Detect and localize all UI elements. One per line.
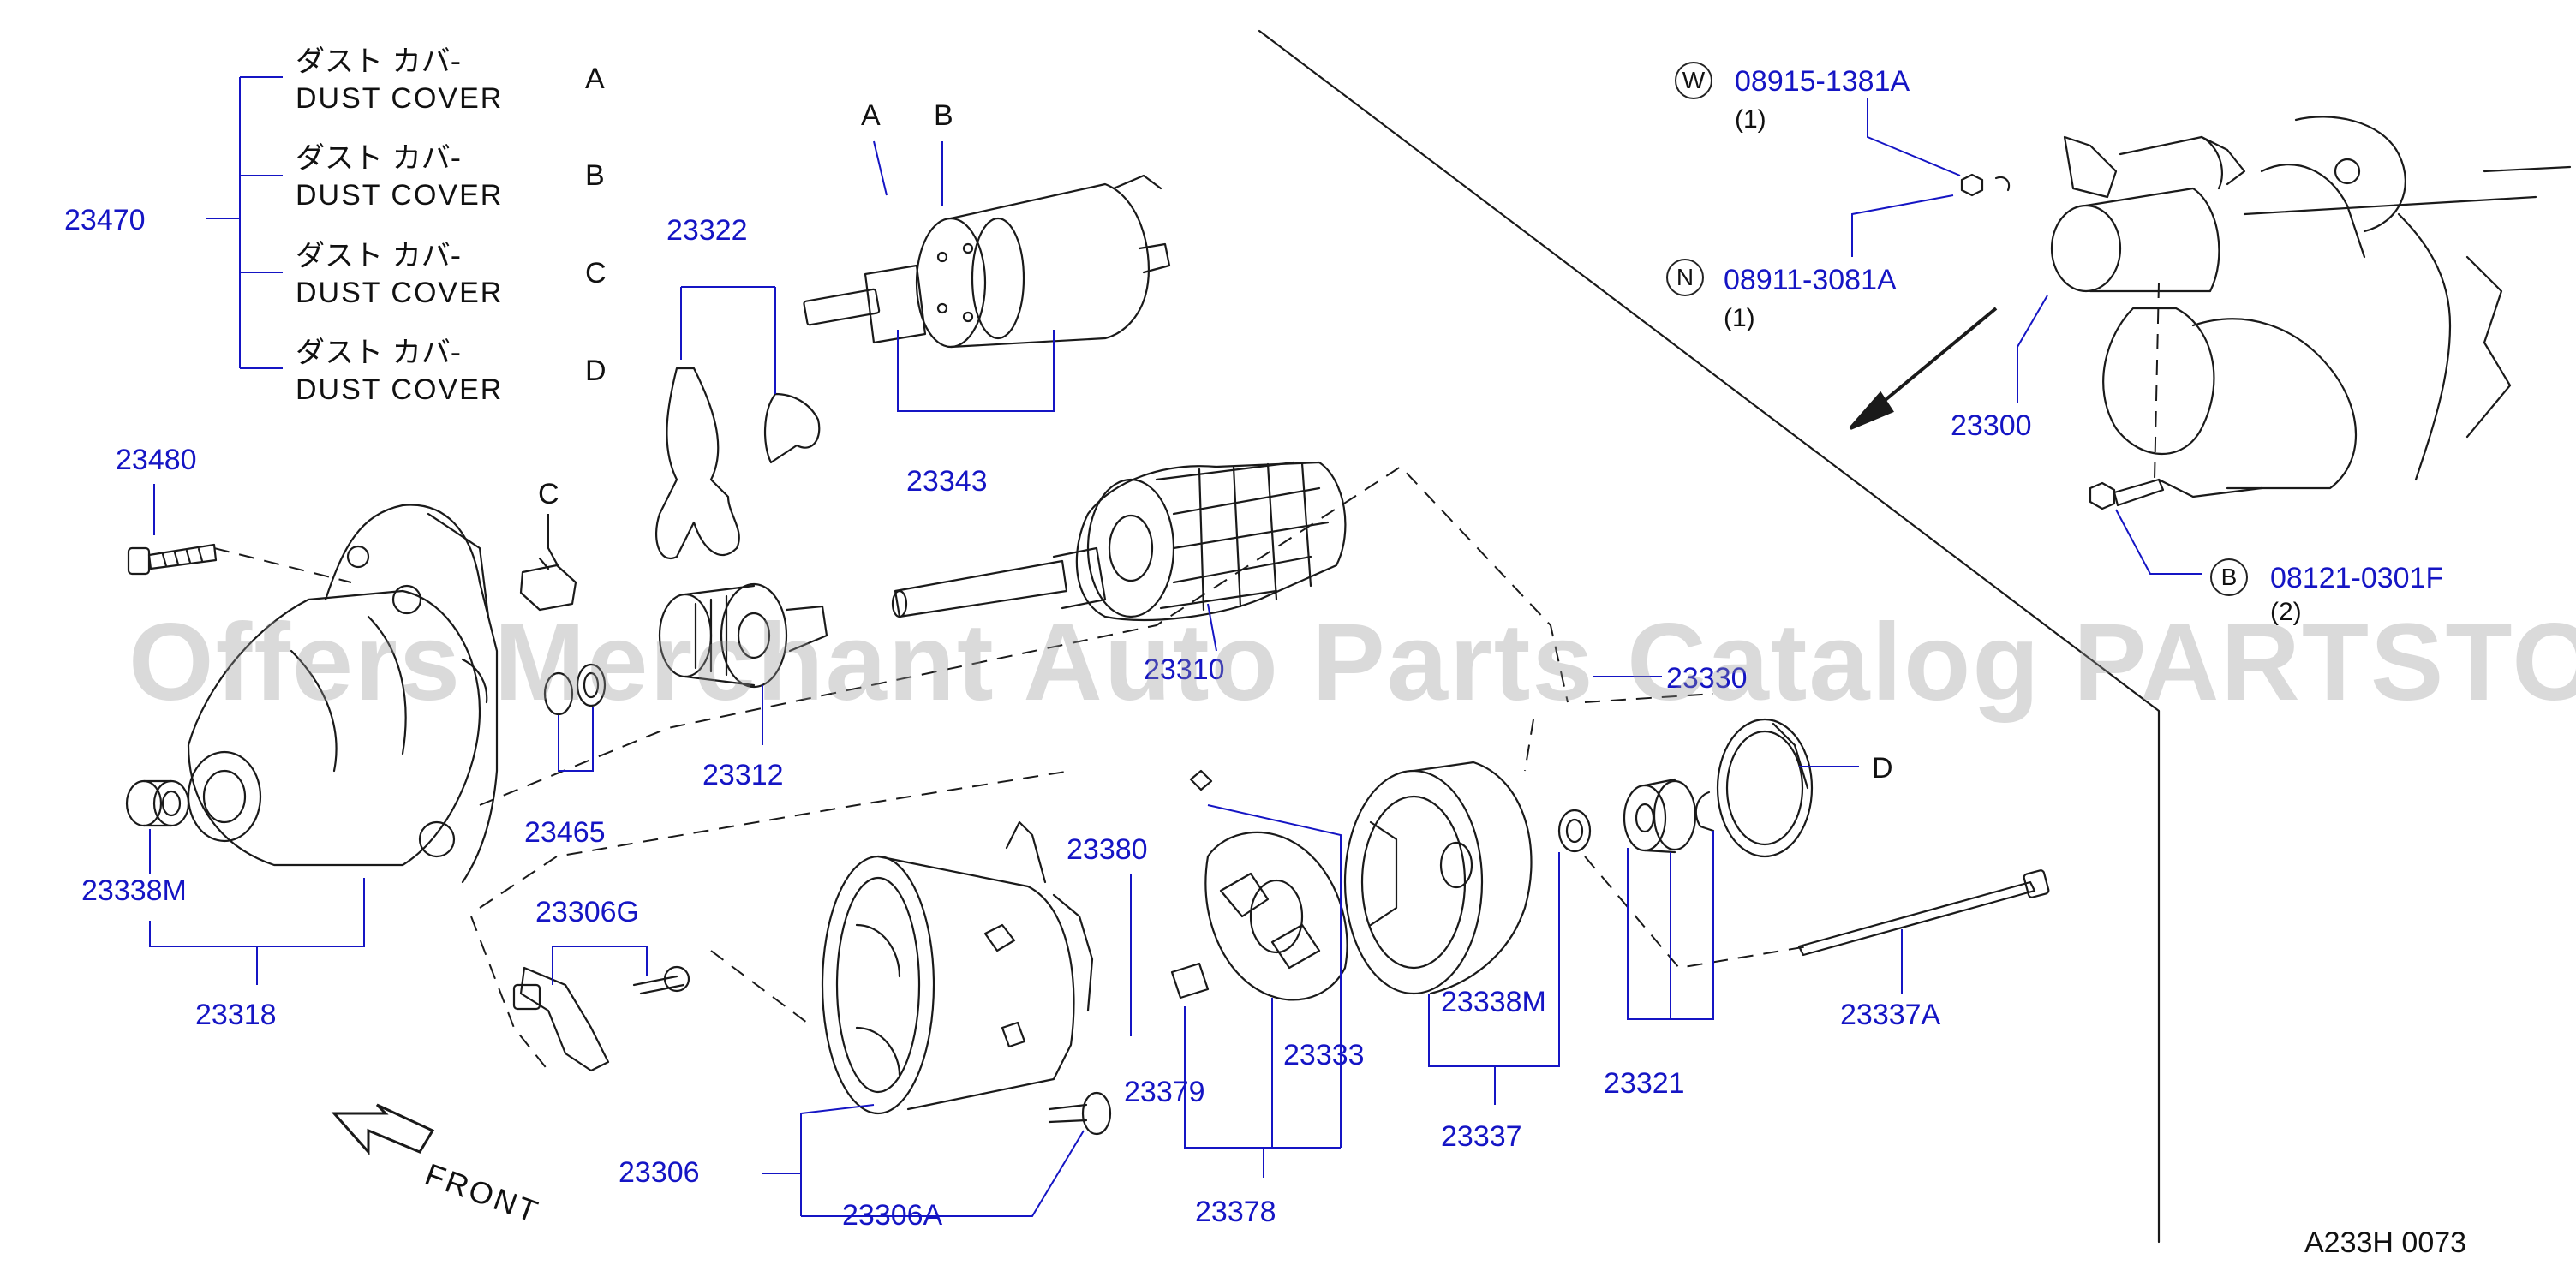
ref-letter-b: B [934,99,953,132]
fastener-b-symbol: B [2210,558,2248,596]
bushing-left-art [125,779,190,827]
dust-cover-a-letter: A [585,63,605,95]
yoke-art [821,820,1094,1115]
ref-letter-a: A [861,99,881,132]
dust-cover-b-jp: ダスト カバ- [296,141,462,176]
part-number-23337a[interactable]: 23337A [1840,999,1941,1031]
part-number-23337[interactable]: 23337 [1441,1120,1522,1153]
lever-art [655,367,821,559]
part-number-23312[interactable]: 23312 [702,759,784,791]
dust-cover-c-letter: C [585,257,607,289]
part-number-23338m-left[interactable]: 23338M [81,874,187,907]
part-number-23306g[interactable]: 23306G [535,896,639,928]
bracket-art [512,965,690,1072]
part-number-23306[interactable]: 23306 [619,1156,700,1189]
nut-washer-art [1960,173,2011,197]
pinion-clutch-art [658,582,828,689]
dust-cover-a-en: DUST COVER [296,82,504,115]
part-number-08121-0301f[interactable]: 08121-0301F [2270,562,2444,594]
dust-cover-d-art [1716,718,1814,858]
dust-cover-d-letter: D [585,355,607,387]
part-number-23480[interactable]: 23480 [116,444,197,476]
part-number-08911-3081a[interactable]: 08911-3081A [1724,264,1897,296]
dust-cover-c-en: DUST COVER [296,277,504,309]
inset-arrow-art [1849,307,1998,430]
part-number-23306a[interactable]: 23306A [842,1199,943,1232]
bushing-right-art [1557,809,1592,853]
part-number-23321[interactable]: 23321 [1604,1067,1685,1100]
brush-holder-art [1189,769,1348,1001]
dust-cover-b-letter: B [585,159,605,192]
fastener-n-qty: (1) [1724,304,1755,332]
fastener-n-symbol: N [1666,259,1704,296]
part-number-23338m-right[interactable]: 23338M [1441,986,1546,1018]
brush-art [1170,962,1210,999]
fastener-w-symbol: W [1675,62,1712,99]
leader-lines [149,76,2202,1217]
ref-letter-c: C [538,478,559,510]
fastener-b-qty: (2) [2270,598,2302,626]
part-number-23300[interactable]: 23300 [1951,409,2032,442]
screw-art [1048,1091,1112,1136]
dust-cover-d-jp: ダスト カバ- [296,336,462,370]
part-number-23310[interactable]: 23310 [1144,653,1225,686]
part-number-23330[interactable]: 23330 [1666,662,1748,695]
part-number-23343[interactable]: 23343 [906,465,988,498]
ref-letter-d: D [1872,752,1893,785]
dust-cover-d-en: DUST COVER [296,373,504,406]
part-number-23322[interactable]: 23322 [666,214,748,247]
dust-cover-b-en: DUST COVER [296,179,504,212]
front-arrow-art [331,1103,435,1155]
bolt-23480-art [127,543,218,576]
end-frame-art [1343,761,1533,995]
drive-housing-art [187,504,499,884]
part-number-23318[interactable]: 23318 [195,999,277,1031]
part-number-23333[interactable]: 23333 [1283,1039,1365,1071]
diagram-code: A233H 0073 [2304,1226,2467,1259]
through-bolt-art [1797,869,2050,957]
dust-cover-a-jp: ダスト カバ- [296,45,462,79]
part-number-23470[interactable]: 23470 [64,204,146,236]
part-number-23378[interactable]: 23378 [1195,1196,1276,1228]
part-number-08915-1381a[interactable]: 08915-1381A [1735,65,1910,98]
bolt-b-art [2089,478,2165,510]
solenoid-art [803,174,1171,349]
inset-separator [1258,29,2161,1244]
armature-art [891,461,1347,622]
fastener-w-qty: (1) [1735,105,1766,134]
snap-rings-art [543,663,607,716]
starter-assembly-art [2050,116,2572,498]
cap-c-art [519,546,577,612]
shaft-parts-art [1623,778,1715,854]
part-number-23465[interactable]: 23465 [524,816,606,849]
dust-cover-c-jp: ダスト カバ- [296,239,462,273]
part-number-23379[interactable]: 23379 [1124,1076,1205,1108]
part-number-23380[interactable]: 23380 [1067,833,1148,866]
